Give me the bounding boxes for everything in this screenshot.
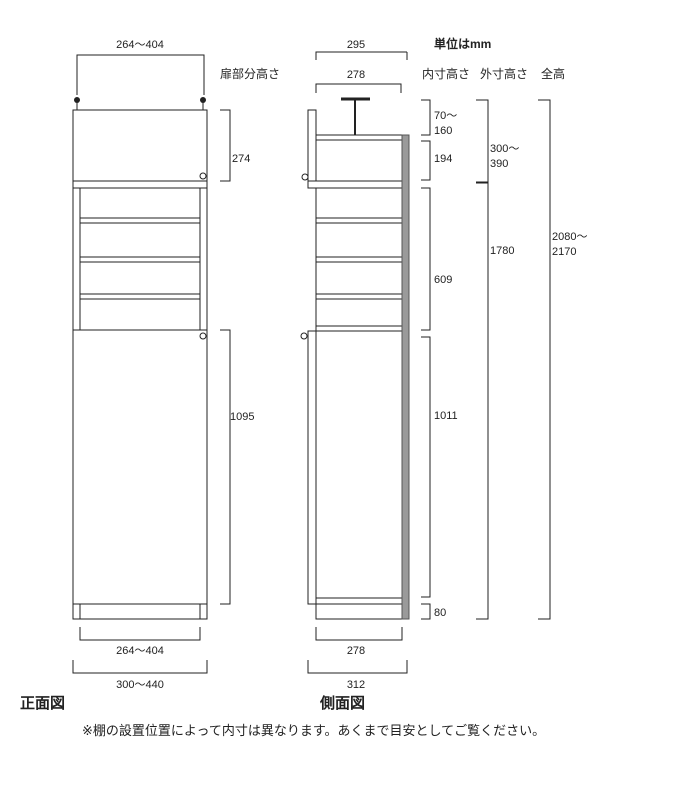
outer-height-header: 外寸高さ: [480, 66, 528, 81]
side-outer-depth-bracket: [307, 660, 408, 674]
side-main-body: [315, 187, 407, 620]
outer-upper-bracket: [476, 99, 489, 183]
front-shelf-2: [79, 256, 201, 263]
front-top-width-bracket: [76, 54, 205, 95]
outer-height-column: 300～ 390 1780: [476, 99, 519, 620]
side-top-inner-depth-bracket: [315, 83, 402, 93]
front-upper-door: [72, 109, 208, 182]
tension-rod-left-cap: [74, 97, 80, 103]
total-height-column: 2080～ 2170: [538, 99, 587, 620]
outer-upper-line1: 300～: [490, 143, 519, 155]
front-view-title: 正面図: [20, 695, 65, 712]
side-upper-door: [307, 109, 317, 187]
front-top-width-label: 264～404: [116, 39, 164, 51]
inner-upper-label: 194: [434, 153, 452, 165]
front-inner-width-label: 264～404: [116, 645, 164, 657]
inner-middle-bracket: [421, 187, 431, 331]
side-shelf-2: [315, 256, 403, 263]
side-top-depth-bracket: [315, 51, 407, 60]
inner-height-header: 内寸高さ: [422, 66, 470, 81]
front-outer-width-label: 300～440: [116, 679, 164, 691]
inner-top-gap-line1: 70～: [434, 110, 457, 122]
total-height-header: 全高: [541, 66, 565, 81]
side-top-inner-depth-label: 278: [347, 69, 365, 81]
outer-main-bracket: [476, 182, 489, 620]
front-lower-hinge: [199, 332, 207, 340]
inner-lower-bracket: [421, 336, 431, 598]
side-fixed-shelf: [315, 325, 403, 332]
side-lower-hinge: [300, 332, 308, 340]
inner-lower-label: 1011: [434, 410, 458, 422]
front-view: 264～404 274 1095 264～404 300～44: [20, 39, 254, 712]
unit-label: 単位はmm: [434, 36, 491, 51]
front-shelf-1: [79, 217, 201, 224]
front-shelf-3: [79, 293, 201, 300]
front-base: [72, 603, 208, 620]
front-upper-hinge: [199, 172, 207, 180]
footnote: ※棚の設置位置によって内寸は異なります。あくまで目安としてご覧ください。: [82, 723, 545, 738]
side-inner-depth-bracket: [315, 627, 403, 641]
door-upper-height-bracket: [220, 109, 231, 182]
side-lower-door: [307, 330, 317, 605]
inner-top-gap-bracket: [421, 99, 431, 136]
door-lower-height-label: 1095: [230, 411, 254, 423]
inner-upper-bracket: [421, 140, 431, 181]
tension-rod-right-cap: [200, 97, 206, 103]
side-shelf-1: [315, 217, 403, 224]
side-divider-board: [307, 180, 407, 189]
inner-base-label: 80: [434, 607, 446, 619]
outer-upper-line2: 390: [490, 158, 508, 170]
total-height-line1: 2080～: [552, 231, 587, 243]
front-outer-width-bracket: [72, 660, 208, 674]
side-shelf-3: [315, 293, 403, 300]
side-inner-depth-label: 278: [347, 645, 365, 657]
side-top-depth-label: 295: [347, 39, 365, 51]
front-inner-width-bracket: [79, 627, 201, 641]
total-height-bracket: [538, 99, 551, 620]
side-back-panel: [401, 134, 410, 620]
side-view: 295 278 278 312 側面図: [300, 39, 410, 712]
outer-main-label: 1780: [490, 245, 514, 257]
side-upper-box: [315, 134, 407, 182]
side-view-title: 側面図: [319, 694, 365, 712]
side-outer-depth-label: 312: [347, 679, 365, 691]
door-lower-height-bracket: [220, 329, 231, 605]
inner-height-column: 70～ 160 194 609 1011 80: [421, 99, 458, 620]
side-bottom-board: [315, 597, 403, 605]
front-divider-board: [72, 180, 208, 189]
side-upper-hinge: [301, 173, 309, 181]
inner-base-bracket: [421, 603, 431, 620]
inner-top-gap-line2: 160: [434, 125, 452, 137]
front-lower-door: [72, 329, 208, 605]
door-section-height-header: 扉部分高さ: [220, 66, 280, 81]
total-height-line2: 2170: [552, 246, 576, 258]
door-upper-height-label: 274: [232, 153, 250, 165]
inner-middle-label: 609: [434, 274, 452, 286]
